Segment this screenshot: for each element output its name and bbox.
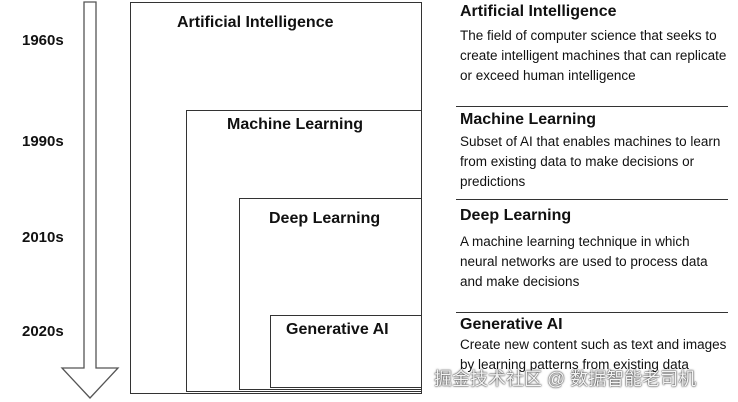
description-generative-ai: Generative AI Create new content such as… [456, 315, 728, 375]
description-body: Create new content such as text and imag… [460, 337, 727, 372]
description-body: The field of computer science that seeks… [460, 28, 727, 83]
description-body: A machine learning technique in which ne… [460, 234, 708, 289]
box-deep-learning [239, 198, 422, 390]
description-title: Artificial Intelligence [460, 3, 617, 20]
era-label-1990s: 1990s [22, 133, 64, 150]
box-label-machine-learning: Machine Learning [227, 116, 364, 133]
separator-line [456, 312, 728, 313]
description-title: Generative AI [460, 316, 563, 333]
description-deep-learning: Deep Learning A machine learning techniq… [456, 206, 728, 292]
era-label-2020s: 2020s [22, 323, 64, 340]
box-label-deep-learning: Deep Learning [269, 210, 381, 227]
description-body: Subset of AI that enables machines to le… [460, 134, 721, 189]
box-generative-ai [270, 315, 422, 388]
description-title: Machine Learning [460, 111, 597, 128]
watermark-text: 掘金技术社区 @ 数据智能老司机 [434, 369, 697, 389]
description-machine-learning: Machine Learning Subset of AI that enabl… [456, 110, 728, 192]
separator-line [456, 199, 728, 200]
description-title: Deep Learning [460, 207, 572, 224]
era-label-1960s: 1960s [22, 32, 64, 49]
description-artificial-intelligence: Artificial Intelligence The field of com… [456, 2, 728, 86]
box-label-artificial-intelligence: Artificial Intelligence [177, 14, 334, 31]
down-arrow-icon [60, 1, 120, 399]
era-label-2010s: 2010s [22, 229, 64, 246]
separator-line [456, 106, 728, 107]
box-label-generative-ai: Generative AI [286, 321, 389, 338]
